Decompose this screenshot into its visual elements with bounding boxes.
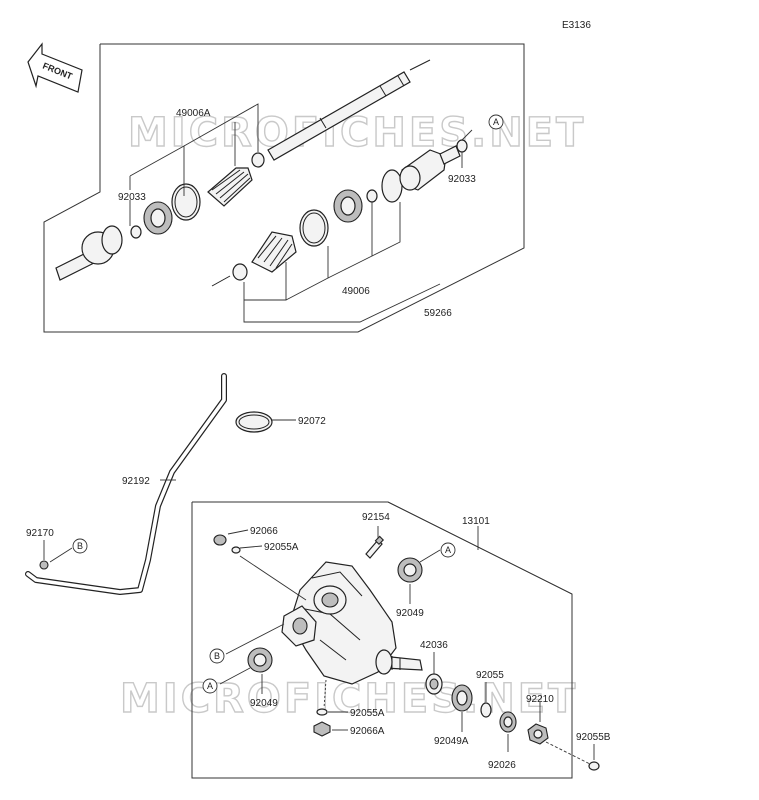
callout-a-bottom (202, 678, 218, 694)
label-92066: 92066 (250, 526, 278, 537)
oil-seal-bottom (247, 647, 273, 673)
label-92049-bottom: 92049 (250, 698, 278, 709)
boot-band-small (251, 152, 265, 168)
label-92170: 92170 (26, 528, 54, 539)
drain-plug-bottom (313, 721, 331, 737)
label-92154: 92154 (362, 512, 390, 523)
oil-seal-output (451, 684, 473, 712)
circlip (381, 169, 403, 203)
callout-b-diff-text: B (214, 651, 220, 661)
label-92072: 92072 (298, 416, 326, 427)
callout-a-mid (440, 542, 456, 558)
washer (499, 711, 517, 733)
hose-clamp (235, 411, 273, 433)
oil-seal-top (397, 557, 423, 583)
label-92192: 92192 (122, 476, 150, 487)
leader-59266 (243, 282, 441, 323)
callout-a-bottom-text: A (207, 681, 213, 691)
label-42036: 42036 (420, 640, 448, 651)
label-92033-left: 92033 (118, 192, 146, 203)
label-59266: 59266 (424, 308, 452, 319)
snap-ring-left (130, 225, 142, 239)
diagram-code: E3136 (562, 20, 591, 31)
drain-plug-top (213, 534, 227, 546)
bearing-cage-left (143, 201, 173, 235)
cv-boot-lower (232, 209, 329, 281)
cv-boot-upper (207, 167, 253, 207)
label-49006: 49006 (342, 286, 370, 297)
nut (527, 723, 549, 745)
o-ring-bottom (316, 708, 328, 716)
label-92026: 92026 (488, 760, 516, 771)
o-ring-end (588, 761, 600, 771)
label-92055: 92055 (476, 670, 504, 681)
bearing-cage-right (333, 189, 363, 223)
snap-ring-end (456, 139, 468, 153)
collar (425, 673, 443, 695)
inner-cv-joint (399, 145, 461, 191)
hose-clip (39, 560, 49, 570)
bolt (365, 535, 385, 559)
callout-b-diff (209, 648, 225, 664)
o-ring-output (480, 702, 492, 718)
label-92049A: 92049A (434, 736, 469, 747)
callout-b-hose (72, 538, 88, 554)
label-13101: 13101 (462, 516, 490, 527)
label-92055B: 92055B (576, 732, 611, 743)
drive-shaft (267, 59, 431, 161)
label-49006A: 49006A (176, 108, 211, 119)
label-92033-right: 92033 (448, 174, 476, 185)
leader-49006a-b (183, 103, 259, 152)
label-92066A: 92066A (350, 726, 385, 737)
label-92055A-top: 92055A (264, 542, 299, 553)
callout-b-hose-text: B (77, 541, 83, 551)
outer-cv-joint (55, 225, 123, 281)
label-92210: 92210 (526, 694, 554, 705)
callout-a-mid-text: A (445, 545, 451, 555)
o-ring-top (231, 546, 241, 554)
snap-ring-right (366, 189, 378, 203)
watermark-top: MICROFICHES.NET (128, 110, 586, 156)
differential-frame (191, 501, 573, 779)
differential-housing (281, 561, 423, 685)
label-92055A-bottom: 92055A (350, 708, 385, 719)
shaft-assembly-frame (43, 43, 525, 333)
label-92049-top: 92049 (396, 608, 424, 619)
front-arrow-icon: FRONT (27, 42, 83, 93)
breather-hose (25, 373, 227, 595)
callout-a-top (488, 114, 504, 130)
boot-band-large (171, 183, 201, 221)
callout-a-top-text: A (493, 117, 499, 127)
